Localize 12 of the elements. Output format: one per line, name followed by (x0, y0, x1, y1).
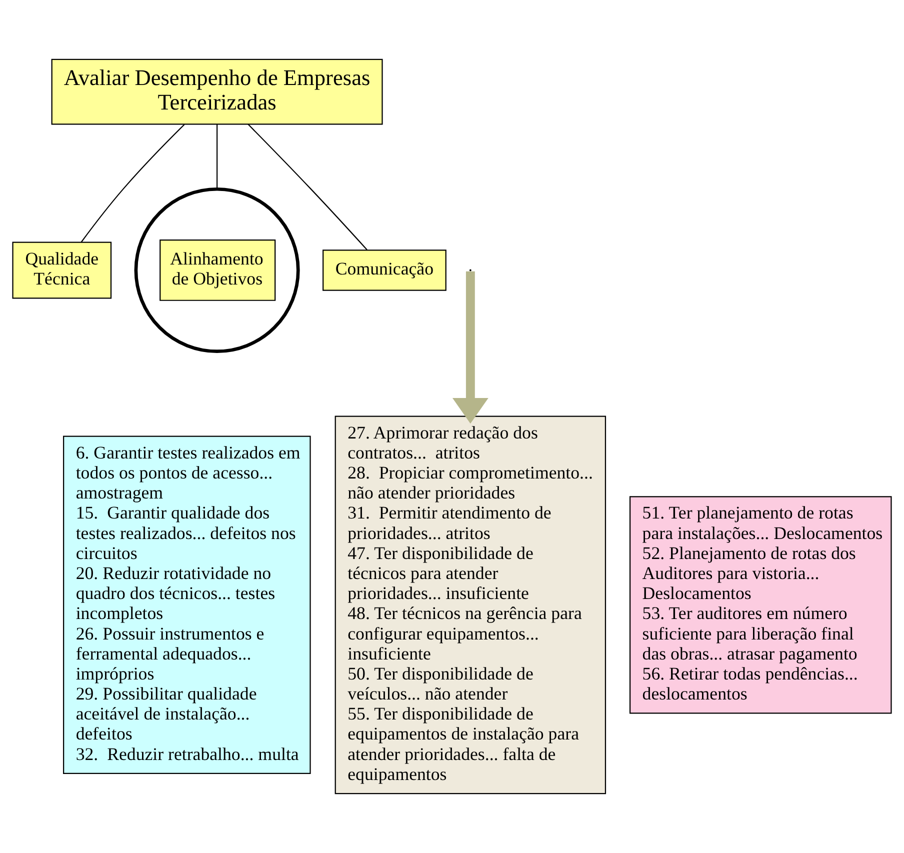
node-box: 27. Aprimorar redação dos contratos... atritos 28. Propiciar comprometimento... não atender prioridades 31. Permitir atendimento de prioridades... atritos 47. Ter disponibilidade de técnicos para atender prioridades... insuficiente 48. Ter técnicos na gerência para configurar equipamentos... insuficiente 50. Ter disponibilidade de veículos... não atender 55. Ter disponibilidade de equipamentos de instalação para atender prioridades... falta de equipamentos (334, 416, 606, 794)
arrow (452, 271, 488, 424)
connector (248, 124, 368, 250)
connector (216, 124, 218, 189)
node-box: Avaliar Desempenho de Empresas Terceirizadas (51, 58, 383, 125)
node-box: 51. Ter planejamento de rotas para instalações... Deslocamentos 52. Planejamento de rotas dos Auditores para vistoria... Deslocamentos 53. Ter auditores em número suficiente para liberação final das obras... atrasar pagamento 56. Retirar todas pendências... deslocamentos (629, 496, 892, 714)
connector (80, 124, 185, 242)
node-box: Comunicação (322, 250, 446, 291)
node-box: 6. Garantir testes realizados em todos os pontos de acesso... amostragem 15. Garantir qualidade dos testes realizados... defeitos nos circuitos 20. Reduzir rotatividade no quadro dos técnicos... testes incompletos 26. Possuir instrumentos e ferramental adequados... impróprios 29. Possibilitar qualidade aceitável de instalação... defeitos 32. Reduzir retrabalho... multa (63, 436, 311, 774)
node-box: Qualidade Técnica (12, 242, 112, 299)
node-text: Alinhamento de Objetivos (170, 248, 264, 289)
cluster (134, 187, 300, 353)
